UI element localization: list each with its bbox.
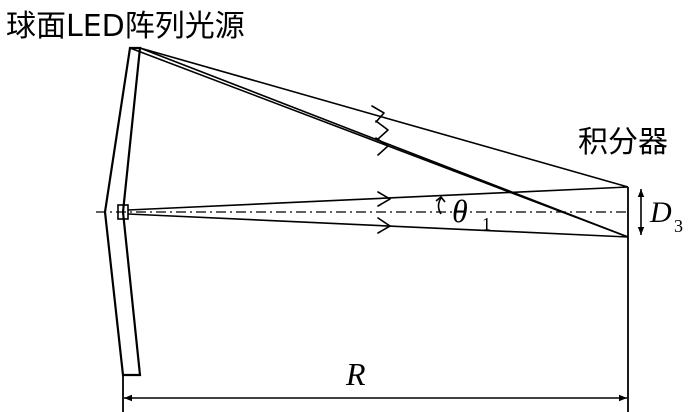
diameter-subscript: 3 [674,216,683,236]
angle-arc-line [437,197,442,215]
ray-center-1 [127,186,629,211]
top-ray-bundle [129,47,629,238]
source-label: 球面LED阵列光源 [6,9,245,44]
integrator-label: 积分器 [578,125,668,160]
angle-arc [435,195,446,215]
diameter-symbol: D [649,196,672,229]
ray-arrow-icon [377,191,391,207]
angle-symbol: θ [452,193,468,229]
ray-arrow-icon [377,217,391,234]
ray-arrow-icon [375,120,389,140]
top-ray-arrows [371,105,389,156]
center-ray-bundle [127,186,629,238]
radius-symbol: R [345,356,366,392]
ray-top-3 [129,47,629,238]
ray-arrow-icon [371,105,385,123]
ray-top-1 [139,47,629,188]
center-ray-arrows [377,191,391,234]
ray-arrow-icon [375,137,389,156]
angle-arc-arrow-icon [435,195,446,203]
ray-center-2 [127,213,629,238]
angle-subscript: 1 [482,214,491,234]
